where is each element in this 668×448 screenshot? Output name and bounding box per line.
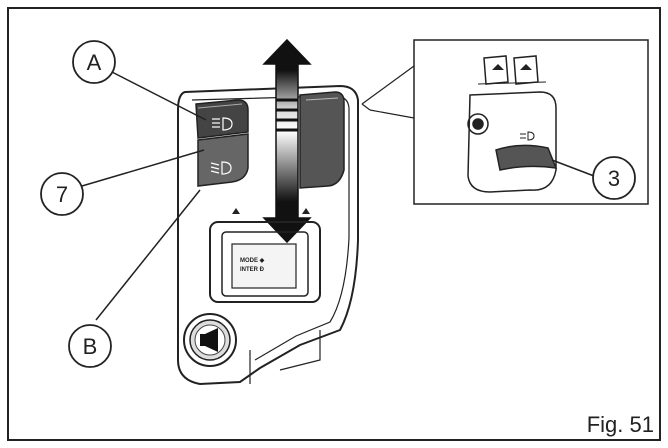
figure-frame [7,7,661,441]
inset-beam-icon [520,131,535,141]
mode-label: MODE ◆ [240,257,265,264]
callout-a: A [72,40,116,84]
callout-7-label: 7 [56,182,68,207]
horn-button [183,313,237,367]
callout-b-label: B [83,334,98,359]
figure-caption: Fig. 51 [586,412,654,437]
callout-7: 7 [40,172,84,216]
callout-a-label: A [87,50,102,75]
low-beam-icon [210,161,232,175]
small-arrows [232,208,310,214]
dimmer-switch [195,99,249,187]
inter-label: INTER Ð [240,267,265,273]
high-beam-icon [212,117,233,131]
indicator-switch [299,91,345,189]
inset-switch-detail [467,55,557,193]
up-down-arrow-icon [262,38,312,244]
callout-3: 3 [592,156,636,200]
inset-button-icons [492,64,532,70]
zoom-lines [361,65,415,119]
leader-lines [81,71,595,321]
callout-b: B [68,324,112,368]
mode-button: MODE ◆ INTER Ð [209,221,321,303]
flash-trigger [495,144,558,171]
horn-icon [200,328,218,352]
callout-3-label: 3 [608,166,620,191]
